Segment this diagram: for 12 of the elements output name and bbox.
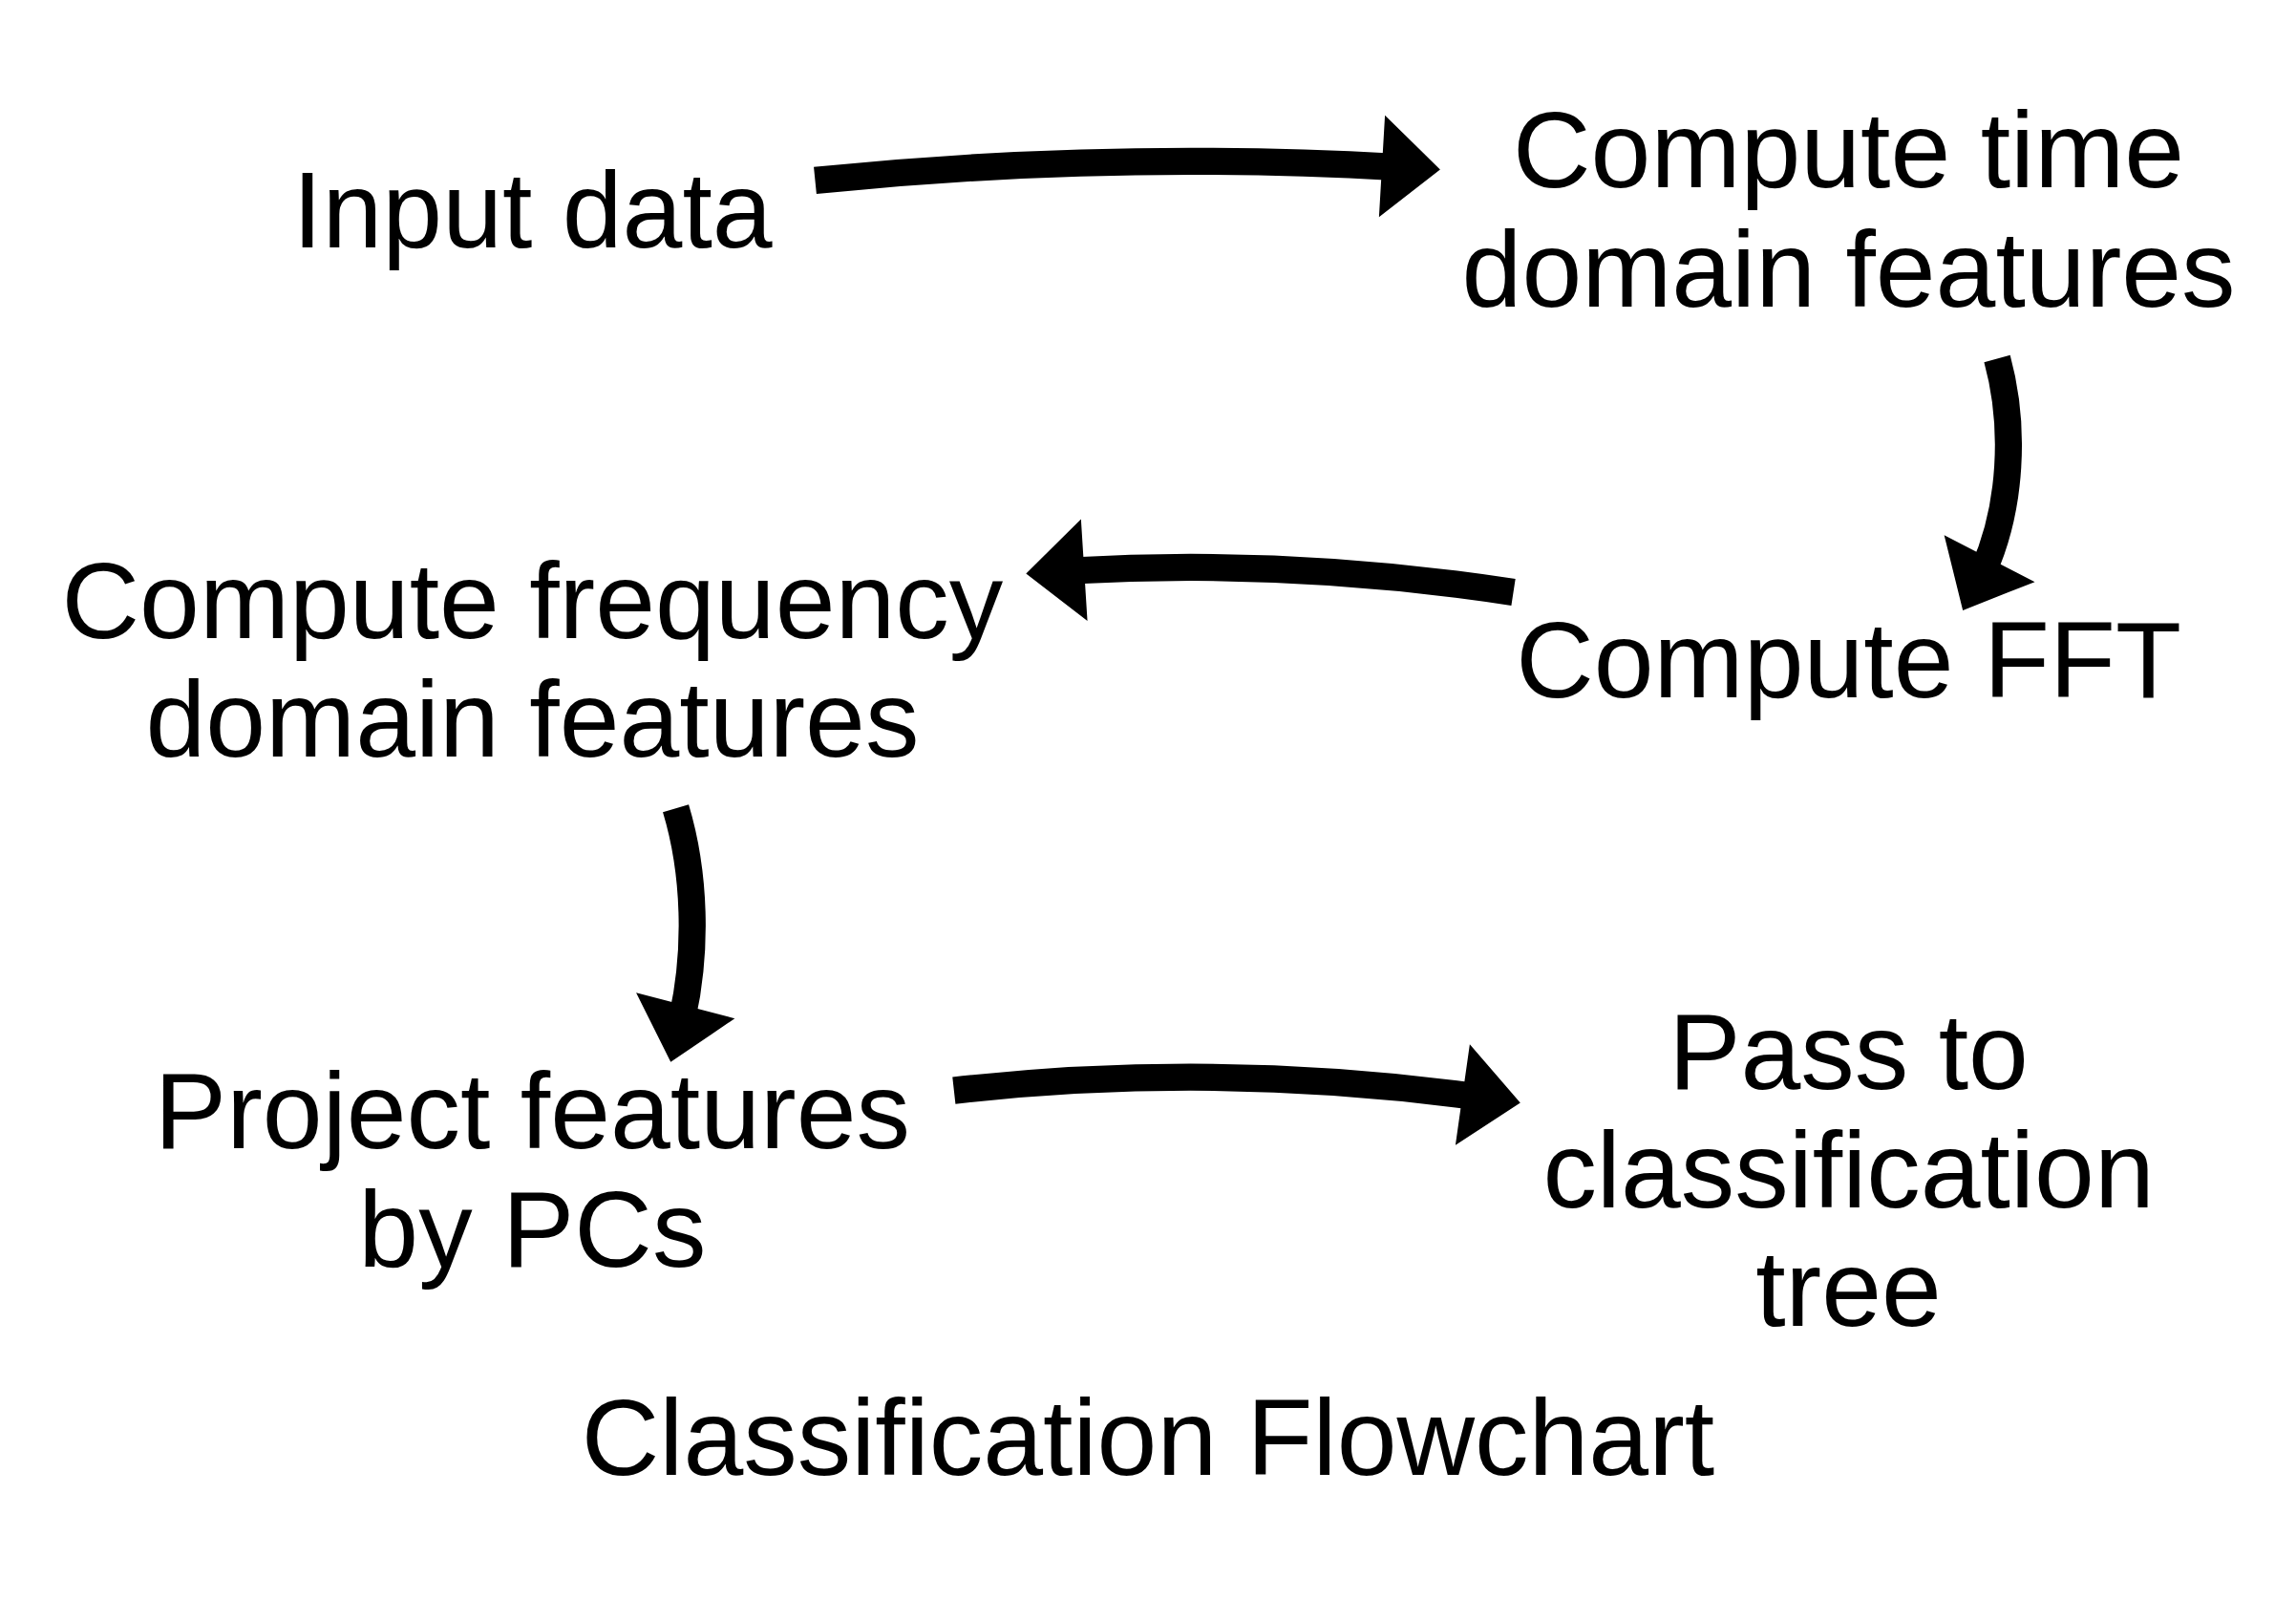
caption: Classification Flowchart xyxy=(581,1376,1715,1498)
node-text: Pass to classification tree xyxy=(1542,991,2155,1350)
node-text: Project features by PCs xyxy=(154,1050,910,1291)
node-text: Compute FFT xyxy=(1516,600,2181,721)
arrow xyxy=(636,804,735,1062)
arrow xyxy=(952,1044,1520,1145)
node-text: Compute frequency domain features xyxy=(61,541,1004,780)
arrow xyxy=(1026,519,1516,621)
arrow xyxy=(814,115,1440,218)
node-text: Input data xyxy=(292,149,773,270)
node-text: Compute time domain features xyxy=(1461,90,2236,330)
arrow xyxy=(1944,355,2035,610)
